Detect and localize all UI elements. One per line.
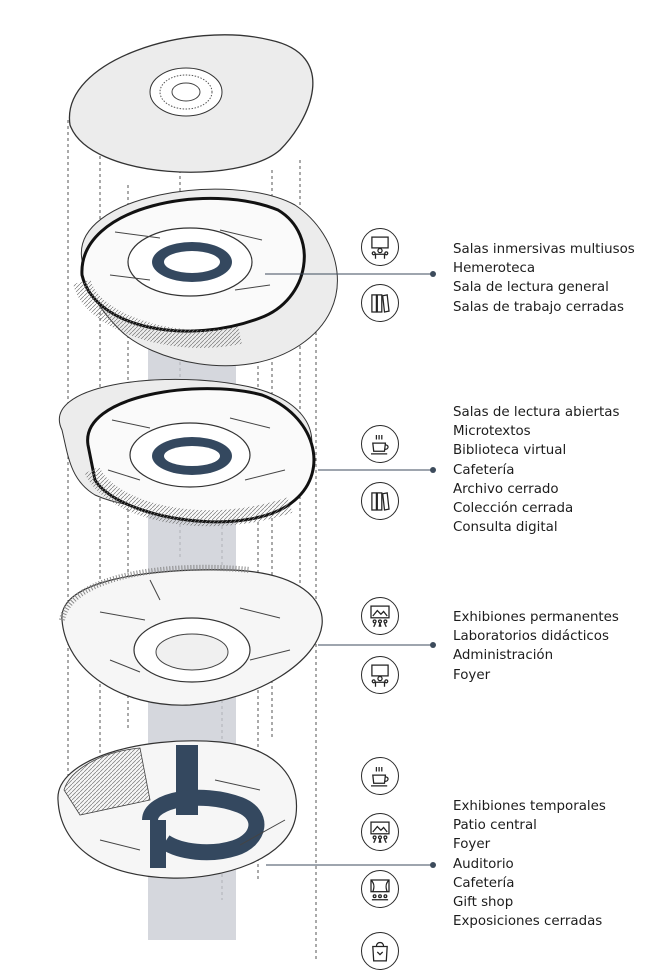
floor-level-2 [59,564,323,706]
legend-item: Cafetería [453,875,515,891]
shopping-bag-icon [361,932,399,970]
presenter-icon [361,228,399,266]
legend-item: Hemeroteca [453,261,536,277]
legend-item: Exposiciones cerradas [453,914,603,930]
floor-level-3 [58,378,316,527]
legend-item: Auditorio [453,856,514,872]
legend-item: Archivo cerrado [453,481,559,497]
books-icon [361,284,399,322]
books-icon [361,482,399,520]
roof-level [69,34,314,173]
legend-item: Sala de lectura general [453,280,609,296]
floor-level-1 [57,740,298,879]
legend-level-4: Salas inmersivas multiusos Hemeroteca Sa… [453,240,635,317]
coffee-cup-icon [361,425,399,463]
legend-item: Consulta digital [453,520,558,536]
leader-dots [430,271,436,868]
gallery-icon [361,813,399,851]
coffee-cup-icon [361,757,399,795]
leader-lines [265,273,432,866]
gallery-icon [361,597,399,635]
legend-level-1: Exhibiones temporales Patio central Foye… [453,797,606,931]
legend-item: Foyer [453,837,491,853]
legend-item: Colección cerrada [453,501,574,517]
theater-icon [361,870,399,908]
legend-item: Microtextos [453,424,531,440]
legend-level-2: Exhibiones permanentes Laboratorios didá… [453,608,619,685]
legend-item: Foyer [453,667,491,683]
legend-item: Exhibiones permanentes [453,610,619,625]
legend-item: Biblioteca virtual [453,443,567,459]
floor-level-4 [73,188,338,367]
legend-item: Exhibiones temporales [453,799,606,814]
legend-item: Salas de trabajo cerradas [453,299,624,315]
legend-item: Patio central [453,818,537,834]
legend-item: Gift shop [453,895,514,911]
legend-item: Salas inmersivas multiusos [453,242,635,257]
legend-item: Cafetería [453,462,515,478]
legend-level-3: Salas de lectura abiertas Microtextos Bi… [453,403,620,537]
legend-item: Laboratorios didácticos [453,629,609,645]
legend-item: Administración [453,648,554,664]
presenter-icon [361,656,399,694]
legend-item: Salas de lectura abiertas [453,405,620,420]
